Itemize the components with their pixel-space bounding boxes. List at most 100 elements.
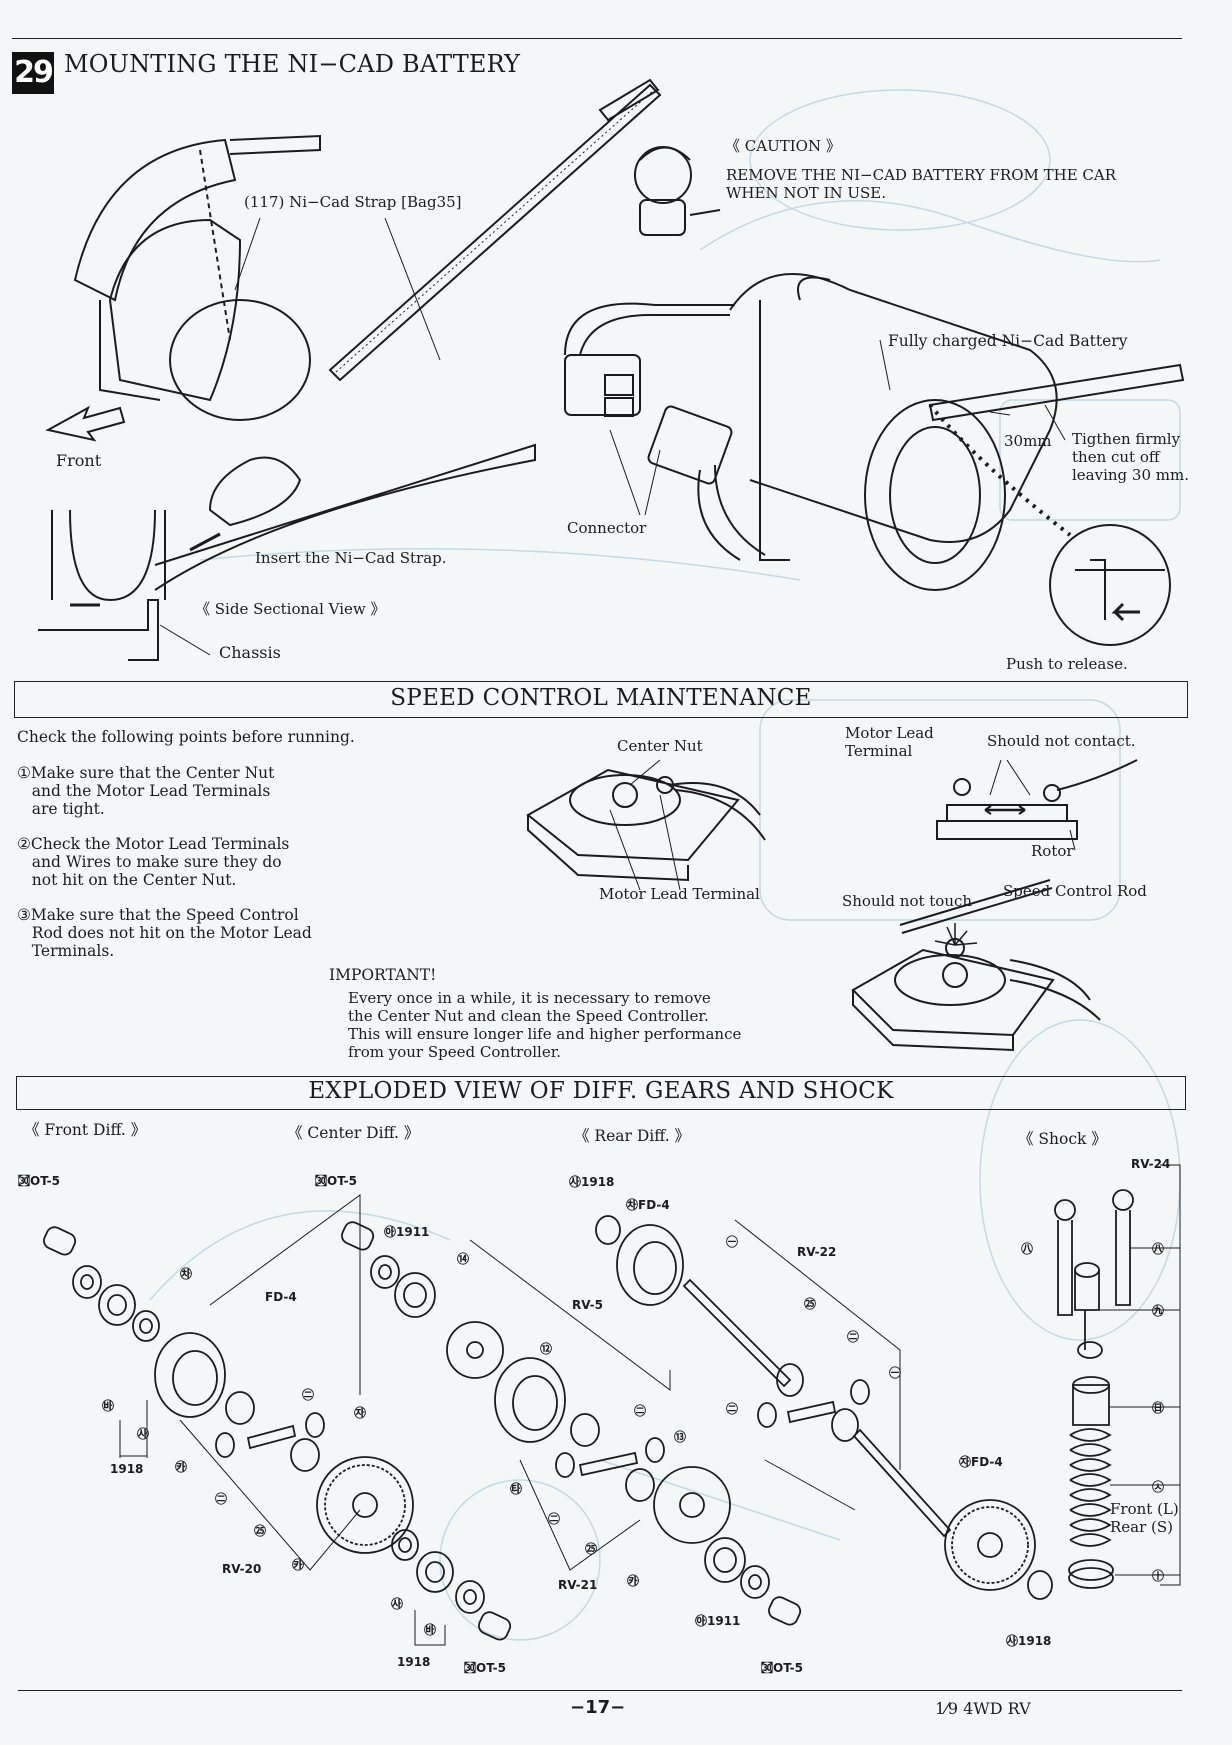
should-not-touch-label: Should not touch [842, 892, 973, 910]
group-front-diff: 《 Front Diff. 》 [24, 1121, 147, 1139]
motor-lead-terminal-label: Motor Lead Terminal [599, 885, 760, 903]
part-label: FD-4 [265, 1290, 297, 1304]
important-line-1: Every once in a while, it is necessary t… [348, 989, 711, 1007]
part-label: ㉴1918 [569, 1175, 615, 1189]
length-label: 30mm [1004, 432, 1052, 450]
footer-rule [18, 1690, 1182, 1691]
part-label: ㊁ [302, 1388, 315, 1402]
important-title: IMPORTANT! [329, 966, 437, 984]
part-label: ㉕ [585, 1542, 598, 1556]
battery-mount-illustration [38, 78, 1185, 661]
exploded-view-title: EXPLODED VIEW OF DIFF. GEARS AND SHOCK [308, 1078, 894, 1104]
motor-lead-terminal-top-line-2: Terminal [845, 742, 913, 760]
center-nut-label: Center Nut [617, 737, 703, 755]
check-intro: Check the following points before runnin… [17, 728, 355, 746]
tighten-line-3: leaving 30 mm. [1072, 466, 1189, 484]
part-label: ㉵1911 [695, 1614, 741, 1628]
part-label: ㉵1911 [384, 1225, 430, 1239]
important-line-4: from your Speed Controller. [348, 1043, 562, 1061]
part-label: RV-22 [797, 1245, 837, 1259]
part-label: ⑫ [540, 1342, 553, 1356]
part-label: ㉦ [1152, 1480, 1165, 1494]
part-label: ⑭ [457, 1252, 470, 1266]
part-label: RV-21 [558, 1578, 598, 1592]
group-shock: 《 Shock 》 [1018, 1130, 1107, 1148]
part-label: ㉶ [354, 1406, 367, 1420]
part-label: ㊈ [1152, 1304, 1165, 1318]
group-center-diff: 《 Center Diff. 》 [287, 1124, 420, 1142]
should-not-contact-label: Should not contact. [987, 732, 1136, 750]
important-line-2: the Center Nut and clean the Speed Contr… [348, 1007, 709, 1025]
part-label: ㉹ [510, 1482, 523, 1496]
part-label: ㉳ [102, 1399, 115, 1413]
connector-label: Connector [567, 519, 647, 537]
push-to-release-label: Push to release. [1006, 655, 1128, 673]
part-label: ㉸ [175, 1460, 188, 1474]
part-label: ㊐ [1152, 1401, 1165, 1415]
spring-rear-label: Rear (S) [1110, 1518, 1174, 1536]
insert-strap-label: Insert the Ni−Cad Strap. [255, 549, 447, 567]
part-label: ㉳ [424, 1623, 437, 1637]
part-label: ⑬ [674, 1430, 687, 1444]
check-point-1: ①Make sure that the Center Nut and the M… [17, 764, 275, 818]
part-label: ㊇ [1152, 1242, 1165, 1256]
exploded-view-title-box: EXPLODED VIEW OF DIFF. GEARS AND SHOCK [16, 1076, 1186, 1110]
chassis-label: Chassis [219, 643, 281, 662]
part-label: RV-24 [1131, 1157, 1171, 1171]
part-label: ㊁ [634, 1404, 647, 1418]
part-label: ㉊OT-5 [761, 1661, 803, 1675]
part-label: ㉕ [804, 1297, 817, 1311]
part-label: ㊁ [847, 1330, 860, 1344]
part-label: 1918 [397, 1655, 431, 1669]
caution-line-2: WHEN NOT IN USE. [726, 184, 886, 202]
caution-title: 《 CAUTION 》 [725, 137, 841, 155]
part-label: ㉸ [627, 1574, 640, 1588]
part-label: ㉊OT-5 [464, 1661, 506, 1675]
speed-control-rod-label: Speed Control Rod [1003, 882, 1147, 900]
part-label: ㊁ [215, 1492, 228, 1506]
model-name: 1⁄9 4WD RV [935, 1699, 1031, 1718]
caution-line-1: REMOVE THE NI−CAD BATTERY FROM THE CAR [726, 166, 1117, 184]
part-label: ㊁ [726, 1402, 739, 1416]
part-label: ㊁ [548, 1512, 561, 1526]
step-number-badge: 29 [12, 52, 54, 94]
group-rear-diff: 《 Rear Diff. 》 [574, 1127, 691, 1145]
speed-control-title-box: SPEED CONTROL MAINTENANCE [14, 681, 1188, 718]
part-label: ㉊OT-5 [315, 1174, 357, 1188]
top-rule [12, 38, 1182, 39]
strap-label: (117) Ni−Cad Strap [Bag35] [244, 193, 462, 211]
part-label: RV-20 [222, 1562, 262, 1576]
part-label: ㉸ [292, 1558, 305, 1572]
part-label: ㉴ [391, 1597, 404, 1611]
tighten-line-2: then cut off [1072, 448, 1160, 466]
part-label: RV-5 [572, 1298, 603, 1312]
tighten-line-1: Tigthen firmly [1072, 430, 1181, 448]
speed-control-title: SPEED CONTROL MAINTENANCE [390, 685, 812, 711]
spring-front-label: Front (L) [1110, 1500, 1179, 1518]
rotor-label: Rotor [1031, 842, 1074, 860]
front-label: Front [56, 451, 102, 470]
part-label: ㊀ [889, 1366, 902, 1380]
part-label: ㉴1918 [1006, 1634, 1052, 1648]
part-label: ㉴ [137, 1427, 150, 1441]
side-sectional-view-label: 《 Side Sectional View 》 [195, 600, 386, 618]
important-line-3: This will ensure longer life and higher … [348, 1025, 742, 1043]
check-point-3: ③Make sure that the Speed Control Rod do… [17, 906, 312, 960]
step-title: MOUNTING THE NI−CAD BATTERY [64, 50, 521, 78]
check-point-2: ②Check the Motor Lead Terminals and Wire… [17, 835, 290, 889]
part-label: ㊇ [1021, 1242, 1034, 1256]
part-label: ㉶FD-4 [959, 1455, 1003, 1469]
part-label: ㉊OT-5 [18, 1174, 60, 1188]
part-label: ㉕ [254, 1524, 267, 1538]
page-number: −17− [570, 1697, 626, 1718]
motor-lead-terminal-top-line-1: Motor Lead [845, 724, 934, 742]
battery-label: Fully charged Ni−Cad Battery [888, 332, 1128, 350]
part-label: ㊀ [726, 1235, 739, 1249]
part-label: ㉷FD-4 [626, 1198, 670, 1212]
part-label: ㉷ [180, 1267, 193, 1281]
part-label: 1918 [110, 1462, 144, 1476]
part-label: ㊉ [1152, 1569, 1165, 1583]
